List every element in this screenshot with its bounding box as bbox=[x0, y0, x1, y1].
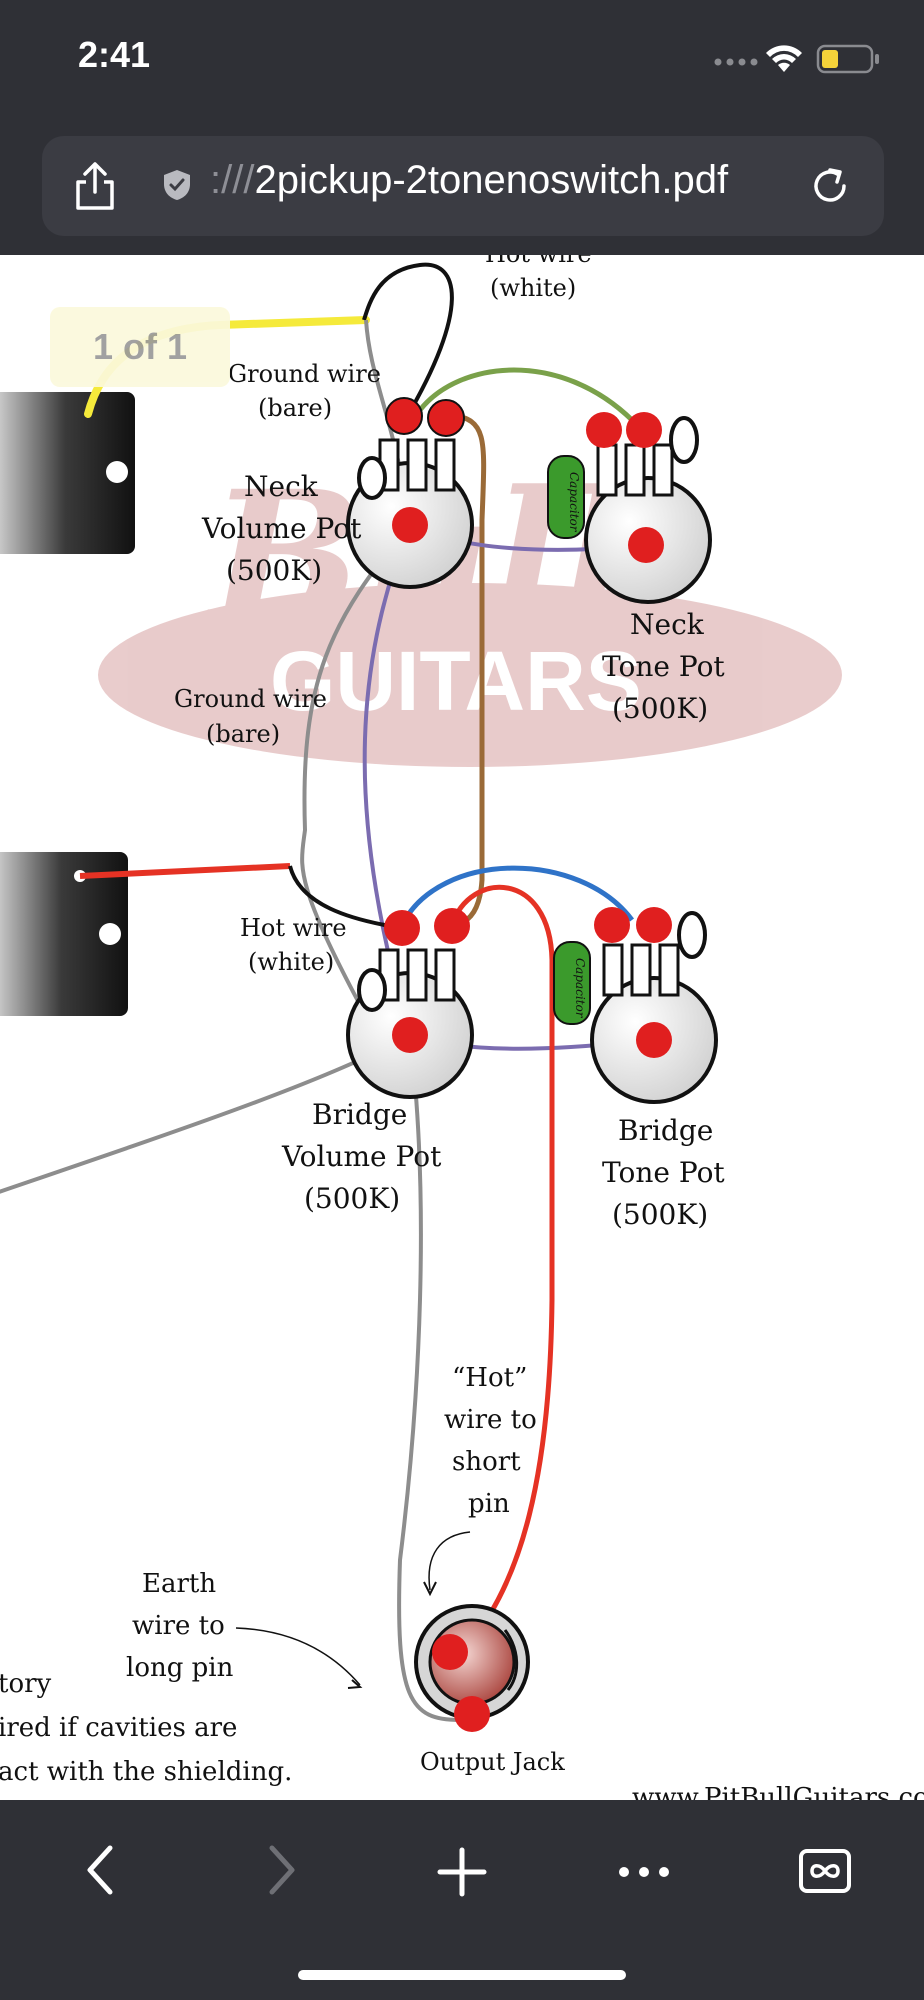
label-bare-1: (bare) bbox=[258, 394, 332, 422]
capacitor-label-1: Capacitor bbox=[567, 472, 581, 533]
wifi-icon bbox=[766, 45, 802, 72]
wiring-diagram: Bull GUITARS bbox=[0, 255, 924, 1800]
tabs-icon[interactable] bbox=[798, 1848, 852, 1894]
output-jack bbox=[414, 1604, 530, 1732]
label-hot-short-4: pin bbox=[468, 1489, 510, 1519]
label-bridge-volume-3: (500K) bbox=[304, 1182, 400, 1215]
plus-icon[interactable] bbox=[436, 1846, 488, 1898]
red-wire-pickup bbox=[79, 863, 291, 879]
earth-arrow bbox=[235, 1627, 361, 1686]
neck-tone-pot: Capacitor bbox=[547, 412, 712, 604]
battery-icon bbox=[816, 44, 879, 74]
label-white-mid: (white) bbox=[248, 948, 334, 976]
label-bridge-volume-1: Bridge bbox=[312, 1098, 407, 1131]
label-neck-tone-3: (500K) bbox=[612, 692, 708, 725]
green-wire bbox=[418, 367, 634, 422]
label-bridge-tone-1: Bridge bbox=[618, 1114, 713, 1147]
label-website: www.PitBullGuitars.com bbox=[632, 1783, 924, 1800]
page-indicator: 1 of 1 bbox=[50, 307, 230, 387]
label-hot-wire-mid: Hot wire bbox=[240, 914, 347, 942]
blue-wire bbox=[399, 865, 635, 927]
label-neck-tone-1: Neck bbox=[630, 608, 705, 641]
more-icon[interactable] bbox=[616, 1860, 672, 1884]
label-bridge-tone-3: (500K) bbox=[612, 1198, 708, 1231]
reload-icon[interactable] bbox=[808, 164, 852, 208]
shield-icon bbox=[164, 170, 190, 200]
bridge-tone-pot: Capacitor bbox=[553, 907, 718, 1104]
watermark-guitars: GUITARS bbox=[270, 634, 642, 728]
bottom-toolbar bbox=[0, 1800, 924, 2000]
status-time: 2:41 bbox=[78, 34, 151, 75]
label-note-3: act with the shielding. bbox=[0, 1757, 292, 1787]
label-white-top: (white) bbox=[490, 274, 576, 302]
label-hot-short-2: wire to bbox=[444, 1405, 537, 1435]
label-ground-wire-2: Ground wire bbox=[174, 685, 327, 713]
label-note-1: tory bbox=[0, 1669, 52, 1699]
home-indicator bbox=[298, 1970, 626, 1980]
label-neck-volume-2: Volume Pot bbox=[201, 512, 362, 545]
signal-icon bbox=[714, 58, 758, 66]
black-hot-wire-mid bbox=[288, 865, 403, 930]
red-wire-jack bbox=[449, 884, 555, 1642]
bridge-pickup bbox=[0, 852, 128, 1016]
url-scheme: :/// bbox=[210, 158, 255, 202]
pdf-viewer[interactable]: Bull GUITARS bbox=[0, 255, 924, 1800]
neck-pickup bbox=[0, 392, 135, 554]
label-bridge-tone-2: Tone Pot bbox=[602, 1156, 725, 1189]
label-output-jack: Output Jack bbox=[420, 1748, 565, 1776]
label-hot-wire-top: Hot wire bbox=[485, 255, 592, 268]
capacitor-label-2: Capacitor bbox=[573, 958, 587, 1019]
address-bar[interactable]: :///2pickup-2tonenoswitch.pdf bbox=[42, 136, 884, 236]
label-earth-3: long pin bbox=[126, 1653, 234, 1683]
brown-wire bbox=[451, 412, 487, 928]
neck-volume-pot bbox=[346, 397, 474, 589]
black-hot-wire-top bbox=[362, 262, 454, 422]
label-neck-tone-2: Tone Pot bbox=[602, 650, 725, 683]
label-note-2: ired if cavities are bbox=[0, 1713, 237, 1743]
label-bare-2: (bare) bbox=[206, 720, 280, 748]
bridge-volume-pot bbox=[346, 908, 474, 1099]
label-bridge-volume-2: Volume Pot bbox=[281, 1140, 442, 1173]
label-hot-short-3: short bbox=[452, 1447, 521, 1477]
url-filename: 2pickup-2tonenoswitch.pdf bbox=[254, 158, 729, 202]
status-icons bbox=[714, 44, 879, 74]
forward-icon[interactable] bbox=[262, 1840, 302, 1900]
label-ground-wire-1: Ground wire bbox=[228, 360, 381, 388]
share-icon[interactable] bbox=[72, 160, 118, 212]
label-neck-volume-3: (500K) bbox=[226, 554, 322, 587]
label-earth-2: wire to bbox=[132, 1611, 225, 1641]
gray-wire-jack bbox=[397, 1034, 461, 1722]
label-hot-short-1: “Hot” bbox=[452, 1363, 527, 1393]
url-text[interactable]: :///2pickup-2tonenoswitch.pdf bbox=[210, 158, 728, 203]
status-bar: 2:41 bbox=[0, 0, 924, 110]
back-icon[interactable] bbox=[80, 1840, 120, 1900]
hot-pin-arrow bbox=[428, 1531, 471, 1591]
label-neck-volume-1: Neck bbox=[244, 470, 319, 503]
label-earth-1: Earth bbox=[142, 1569, 216, 1599]
